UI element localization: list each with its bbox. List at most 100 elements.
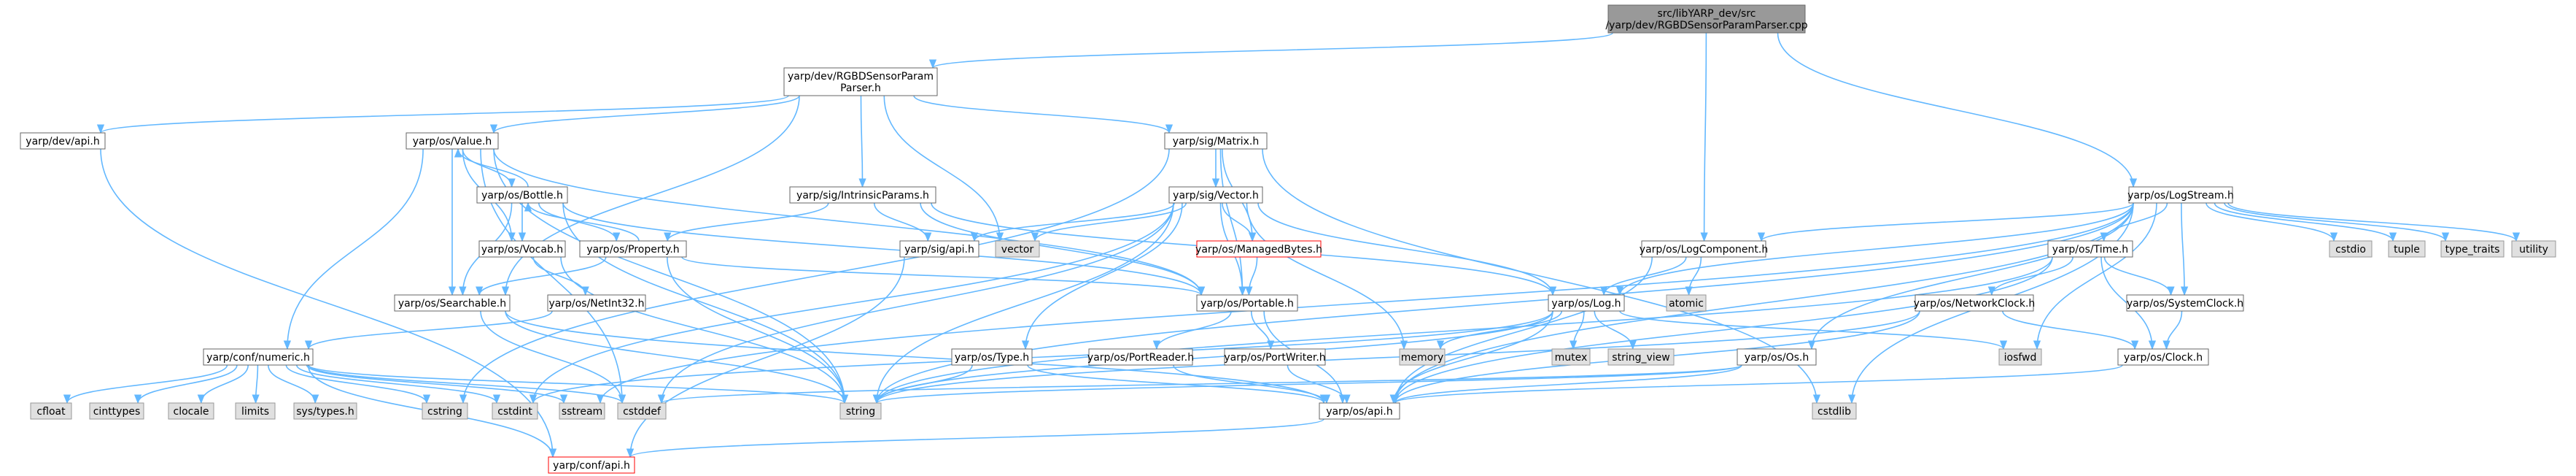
edge-portable-to-portwriter	[1250, 310, 1275, 350]
edge-rgbd_h-to-vector	[883, 95, 1004, 242]
node-cstddef-box	[617, 402, 667, 420]
node-numeric-label: yarp/conf/numeric.h	[206, 352, 310, 364]
node-numeric[interactable]: yarp/conf/numeric.h	[203, 348, 314, 366]
node-portreader-box	[1088, 348, 1193, 366]
edge-property-to-string	[667, 256, 849, 404]
node-cinttypes-box	[89, 402, 144, 420]
node-rgbd_h[interactable]: yarp/dev/RGBDSensorParamParser.h	[783, 67, 938, 96]
edge-bottle-to-portable	[562, 202, 1205, 296]
node-dev_api[interactable]: yarp/dev/api.h	[20, 132, 106, 150]
node-logstream-label: yarp/os/LogStream.h	[2127, 190, 2234, 201]
node-numeric-box	[203, 348, 314, 366]
node-root[interactable]: src/libYARP_dev/src/yarp/dev/RGBDSensorP…	[1605, 4, 1808, 34]
edge-os_api-to-conf_api	[626, 418, 1324, 458]
node-netint-box	[547, 294, 646, 312]
edge-numeric-to-sstream	[306, 364, 567, 404]
node-vocab[interactable]: yarp/os/Vocab.h	[478, 240, 566, 258]
node-string[interactable]: string	[839, 402, 882, 420]
node-iosfwd-label: iosfwd	[2004, 352, 2037, 364]
node-sysclock[interactable]: yarp/os/SystemClock.h	[2126, 294, 2244, 312]
edge-searchable-to-cstddef	[480, 310, 626, 404]
edge-value-to-bottle	[462, 148, 516, 188]
edge-logstream-to-tuple	[2214, 202, 2397, 242]
node-value-label: yarp/os/Value.h	[413, 136, 492, 147]
node-searchable[interactable]: yarp/os/Searchable.h	[394, 294, 511, 312]
node-intrinsic[interactable]: yarp/sig/IntrinsicParams.h	[789, 186, 936, 204]
node-value-box	[406, 132, 499, 150]
edge-logstream-to-log	[1616, 202, 2134, 296]
node-searchable-label: yarp/os/Searchable.h	[398, 298, 506, 310]
node-property[interactable]: yarp/os/Property.h	[579, 240, 687, 258]
edge-time-to-sysclock	[2103, 256, 2175, 296]
node-cfloat-box	[30, 402, 72, 420]
node-portable[interactable]: yarp/os/Portable.h	[1196, 294, 1298, 312]
nodes-layer: src/libYARP_dev/src/yarp/dev/RGBDSensorP…	[20, 4, 2556, 474]
edge-numeric-to-limits	[252, 364, 260, 404]
edge-bottle-to-string	[562, 202, 849, 404]
node-sysclock-box	[2126, 294, 2244, 312]
node-netclock[interactable]: yarp/os/NetworkClock.h	[1914, 294, 2036, 312]
node-sig_api[interactable]: yarp/sig/api.h	[899, 240, 979, 258]
node-vector[interactable]: vector	[995, 240, 1040, 258]
node-cinttypes[interactable]: cinttypes	[89, 402, 144, 420]
node-memory[interactable]: memory	[1399, 348, 1446, 366]
node-root-box	[1607, 4, 1806, 34]
node-netint[interactable]: yarp/os/NetInt32.h	[547, 294, 646, 312]
edge-vector_h-to-cstdint	[529, 202, 1174, 404]
node-cfloat-label: cfloat	[36, 406, 66, 418]
node-string_view[interactable]: string_view	[1607, 348, 1675, 366]
node-conf_api-box	[548, 456, 635, 474]
edge-logstream-to-utility	[2227, 202, 2520, 242]
edge-logstream-to-logcomp	[1758, 202, 2134, 242]
edge-log-to-string	[873, 310, 1553, 404]
node-logcomp[interactable]: yarp/os/LogComponent.h	[1640, 240, 1768, 258]
node-tuple[interactable]: tuple	[2388, 240, 2426, 258]
node-matrix[interactable]: yarp/sig/Matrix.h	[1164, 132, 1268, 150]
node-os_api[interactable]: yarp/os/api.h	[1319, 402, 1400, 420]
node-mutex[interactable]: mutex	[1551, 348, 1591, 366]
node-cstdlib-box	[1812, 402, 1857, 420]
edge-vector_h-to-type	[1021, 202, 1183, 350]
edge-vector_h-to-sig_api	[971, 202, 1175, 242]
node-type[interactable]: yarp/os/Type.h	[951, 348, 1033, 366]
edge-bottle-to-value	[454, 147, 529, 188]
node-sstream[interactable]: sstream	[559, 402, 605, 420]
node-logcomp-box	[1641, 240, 1766, 258]
edge-rgbd_h-to-intrinsic	[858, 95, 866, 188]
node-bottle[interactable]: yarp/os/Bottle.h	[476, 186, 568, 204]
edge-os_os-to-os_api	[1392, 364, 1742, 404]
node-utility-label: utility	[2519, 244, 2548, 256]
node-clock-box	[2117, 348, 2209, 366]
edge-netclock-to-clock	[2002, 310, 2139, 350]
node-os_api-box	[1319, 402, 1400, 420]
edge-logstream-to-os_os	[1807, 202, 2134, 350]
node-os_api-label: yarp/os/api.h	[1326, 406, 1392, 418]
node-managed[interactable]: yarp/os/ManagedBytes.h	[1195, 240, 1322, 258]
edge-log-to-string_view	[1594, 310, 1637, 350]
node-logstream[interactable]: yarp/os/LogStream.h	[2127, 186, 2234, 204]
node-utility[interactable]: utility	[2511, 240, 2556, 258]
node-vector_h[interactable]: yarp/sig/Vector.h	[1168, 186, 1263, 204]
node-portreader[interactable]: yarp/os/PortReader.h	[1087, 348, 1194, 366]
node-cstdio[interactable]: cstdio	[2329, 240, 2373, 258]
node-cstdint[interactable]: cstdint	[492, 402, 538, 420]
node-value[interactable]: yarp/os/Value.h	[406, 132, 499, 150]
edge-log-to-memory	[1436, 310, 1563, 350]
node-conf_api[interactable]: yarp/conf/api.h	[548, 456, 635, 474]
edge-matrix-to-cstring	[459, 148, 1170, 404]
node-atomic[interactable]: atomic	[1666, 294, 1707, 312]
node-cstdlib[interactable]: cstdlib	[1812, 402, 1857, 420]
node-type_traits[interactable]: type_traits	[2440, 240, 2505, 258]
node-clock[interactable]: yarp/os/Clock.h	[2117, 348, 2209, 366]
node-limits[interactable]: limits	[235, 402, 276, 420]
node-cfloat[interactable]: cfloat	[30, 402, 72, 420]
node-clocale[interactable]: clocale	[168, 402, 214, 420]
node-time[interactable]: yarp/os/Time.h	[2047, 240, 2133, 258]
node-os_os[interactable]: yarp/os/Os.h	[1737, 348, 1817, 366]
node-log[interactable]: yarp/os/Log.h	[1548, 294, 1625, 312]
node-portwriter[interactable]: yarp/os/PortWriter.h	[1224, 348, 1326, 366]
node-iosfwd[interactable]: iosfwd	[1998, 348, 2042, 366]
node-cstring[interactable]: cstring	[422, 402, 468, 420]
node-systypes[interactable]: sys/types.h	[293, 402, 357, 420]
node-cstddef[interactable]: cstddef	[617, 402, 667, 420]
